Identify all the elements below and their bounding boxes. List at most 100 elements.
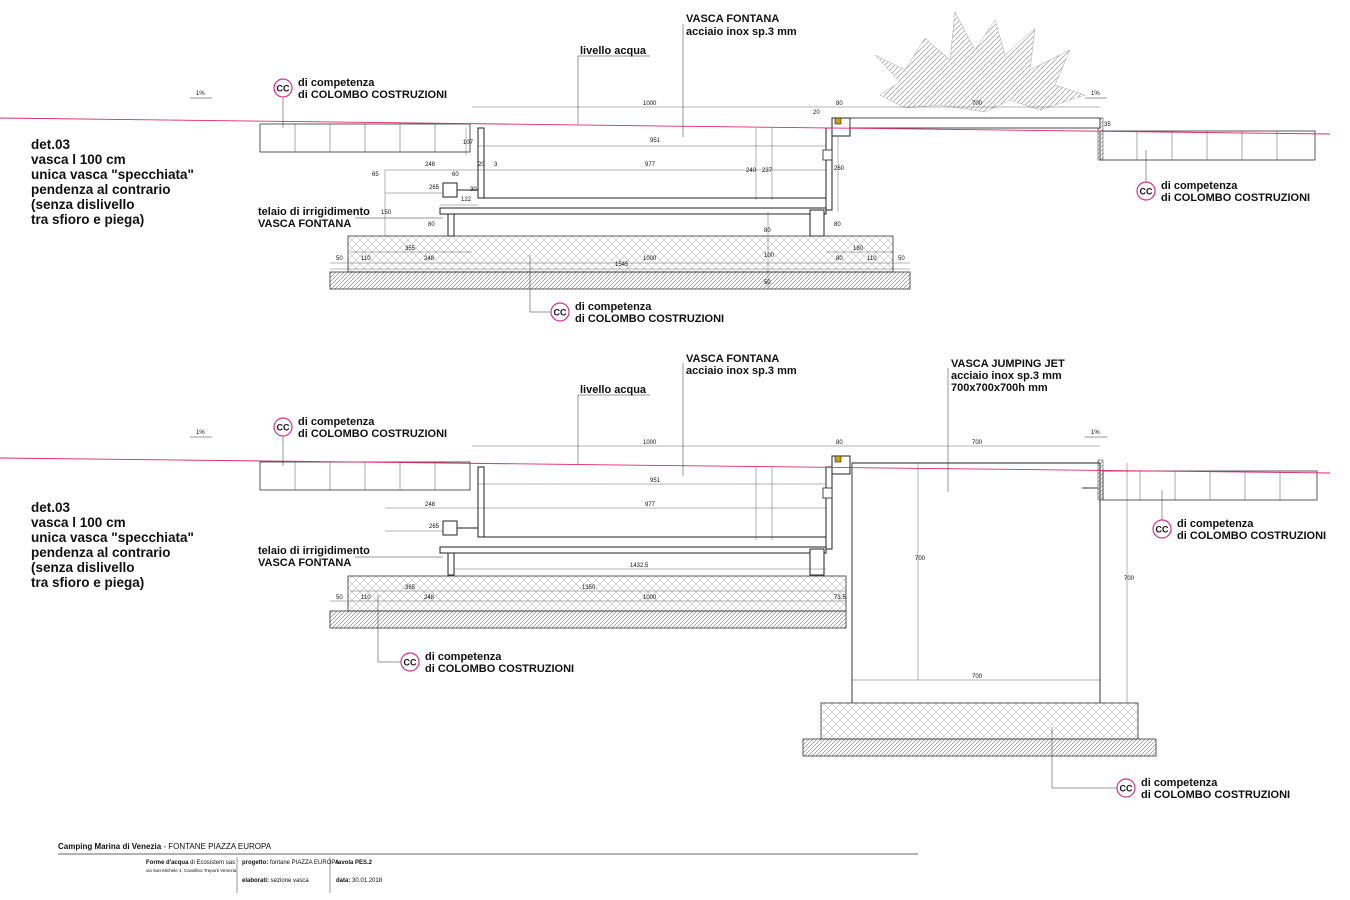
cc-line2: di COLOMBO COSTRUZIONI bbox=[1161, 192, 1310, 204]
dim-3: 3 bbox=[494, 162, 498, 168]
jumping-jet-foundation bbox=[820, 702, 1139, 740]
dim-1000-bottom: 1000 bbox=[643, 256, 657, 262]
dim-180: 180 bbox=[853, 246, 864, 252]
cc-line1: di competenza bbox=[1161, 180, 1238, 192]
vegetation-hatch bbox=[874, 11, 1086, 113]
dim-20: 20 bbox=[813, 110, 820, 116]
elaborati-label: elaborati: bbox=[242, 878, 269, 884]
dim-951: 951 bbox=[650, 478, 661, 484]
dim-248: 248 bbox=[425, 162, 436, 168]
cc-line1: di competenza bbox=[1141, 777, 1218, 789]
label-livello-acqua: livello acqua bbox=[580, 45, 647, 57]
dim-240: 240 bbox=[746, 168, 757, 174]
company-rest: di Ecosistem sas bbox=[188, 860, 235, 866]
dim-73: 73.5 bbox=[834, 595, 846, 601]
progetto-value: fontane PIAZZA EUROPA bbox=[268, 860, 339, 866]
cc-badge-icon bbox=[400, 652, 420, 672]
dim-248: 248 bbox=[425, 502, 436, 508]
det-line: det.03 bbox=[31, 137, 71, 152]
dim-365: 365 bbox=[405, 585, 416, 591]
dim-50-vert: 50 bbox=[764, 280, 771, 286]
section-top: 1% 1% bbox=[0, 11, 1331, 325]
det-line: tra sfioro e piega) bbox=[31, 575, 144, 590]
det-line: pendenza al contrario bbox=[31, 545, 171, 560]
dimension-values: 1000 80 700 20 35 951 977 107 248 20 3 6… bbox=[336, 101, 1111, 286]
annotation-labels: VASCA FONTANA acciaio inox sp.3 mm livel… bbox=[258, 13, 797, 230]
label-vasca-fontana-material: acciaio inox sp.3 mm bbox=[686, 365, 797, 377]
dimension-values: 1000 80 700 951 977 248 265 1432.5 365 1… bbox=[336, 440, 1135, 680]
slope-label: 1% bbox=[196, 430, 205, 436]
detail-note-bottom: det.03 vasca l 100 cm unica vasca "specc… bbox=[31, 500, 194, 590]
label-telaio: telaio di irrigidimento bbox=[258, 545, 370, 557]
dim-80-right: 80 bbox=[834, 222, 841, 228]
cc-badge-icon bbox=[273, 78, 293, 98]
det-line: unica vasca "specchiata" bbox=[31, 167, 194, 182]
dim-1000: 1000 bbox=[643, 101, 657, 107]
elaborati-value: sezione vasca bbox=[269, 878, 309, 884]
paving-left bbox=[259, 123, 471, 153]
dim-35: 35 bbox=[1104, 122, 1111, 128]
project-title-rest: - FONTANE PIAZZA EUROPA bbox=[161, 842, 272, 851]
foundation-slab-bottom bbox=[347, 575, 847, 612]
dim-237: 237 bbox=[762, 168, 773, 174]
dim-1000: 1000 bbox=[643, 440, 657, 446]
base-slab-top bbox=[329, 271, 911, 290]
label-telaio: telaio di irrigidimento bbox=[258, 206, 370, 218]
dim-700-vert-right: 700 bbox=[1124, 576, 1135, 582]
cc-line1: di competenza bbox=[575, 301, 652, 313]
cc-badge-label: CC bbox=[277, 423, 290, 433]
cc-callout: CC di competenza di COLOMBO COSTRUZIONI bbox=[1136, 150, 1310, 204]
dim-80-left: 80 bbox=[428, 222, 435, 228]
dim-951: 951 bbox=[650, 138, 661, 144]
water-level-line bbox=[0, 457, 1331, 474]
det-line: vasca l 100 cm bbox=[31, 152, 126, 167]
slope-label: 1% bbox=[1091, 430, 1100, 436]
slope-marker-left: 1% bbox=[190, 430, 212, 438]
dim-122: 122 bbox=[461, 197, 472, 203]
dim-248-bottom: 248 bbox=[424, 595, 435, 601]
cc-line2: di COLOMBO COSTRUZIONI bbox=[1177, 530, 1326, 542]
cc-badge-label: CC bbox=[1140, 187, 1153, 197]
det-line: unica vasca "specchiata" bbox=[31, 530, 194, 545]
project-title: Camping Marina di Venezia - FONTANE PIAZ… bbox=[58, 842, 272, 851]
det-line: (senza dislivello bbox=[31, 197, 135, 212]
dim-1545: 1545 bbox=[615, 262, 629, 268]
dim-150: 150 bbox=[381, 210, 392, 216]
company-bold: Forme d'acqua bbox=[146, 860, 189, 866]
dim-700: 700 bbox=[972, 440, 983, 446]
label-vasca-fontana-material: acciaio inox sp.3 mm bbox=[686, 26, 797, 38]
dim-700: 700 bbox=[972, 101, 983, 107]
slope-label: 1% bbox=[196, 91, 205, 97]
cc-line2: di COLOMBO COSTRUZIONI bbox=[425, 663, 574, 675]
det-line: tra sfioro e piega) bbox=[31, 212, 144, 227]
dim-50-right: 50 bbox=[898, 256, 905, 262]
basin-bottom bbox=[442, 455, 851, 550]
cc-badge-label: CC bbox=[1120, 784, 1133, 794]
cc-callout: CC di competenza di COLOMBO COSTRUZIONI bbox=[1051, 727, 1290, 801]
dim-248-bottom: 248 bbox=[424, 256, 435, 262]
progetto-field: progetto: fontane PIAZZA EUROPA bbox=[242, 860, 339, 866]
paving-right bbox=[1082, 459, 1318, 501]
det-line: pendenza al contrario bbox=[31, 182, 171, 197]
label-jumping-jet: VASCA JUMPING JET bbox=[951, 358, 1065, 370]
data-label: data: bbox=[336, 878, 350, 884]
cc-badge-label: CC bbox=[1156, 525, 1169, 535]
paving-left bbox=[259, 461, 471, 491]
progetto-label: progetto: bbox=[242, 860, 268, 866]
cc-badge-icon bbox=[550, 302, 570, 322]
project-title-bold: Camping Marina di Venezia bbox=[58, 842, 162, 851]
slope-label: 1% bbox=[1091, 91, 1100, 97]
dim-260: 260 bbox=[834, 166, 845, 172]
dim-50-left: 50 bbox=[336, 256, 343, 262]
cc-line2: di COLOMBO COSTRUZIONI bbox=[298, 89, 447, 101]
cc-line1: di competenza bbox=[1177, 518, 1254, 530]
tavola-label: tavola PES.2 bbox=[336, 860, 373, 866]
cc-badge-icon bbox=[273, 417, 293, 437]
dim-80: 80 bbox=[836, 101, 843, 107]
jumping-jet-base bbox=[802, 738, 1157, 757]
dim-20b: 20 bbox=[478, 162, 485, 168]
dim-80-mid: 80 bbox=[764, 228, 771, 234]
cc-line2: di COLOMBO COSTRUZIONI bbox=[1141, 789, 1290, 801]
foundation-slab-top bbox=[347, 235, 894, 273]
